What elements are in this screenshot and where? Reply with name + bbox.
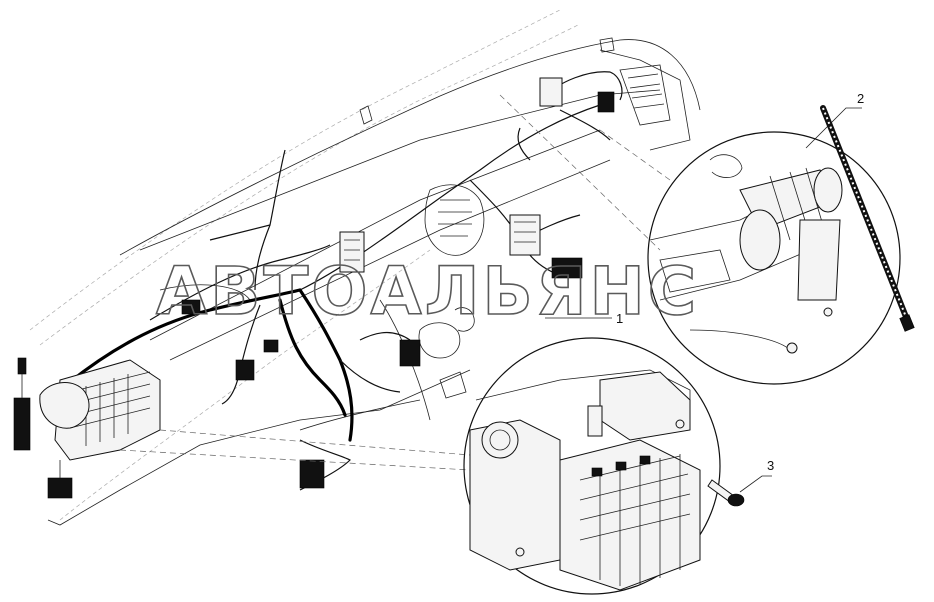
harness-connectors: [181, 77, 615, 489]
fuse-relay-block: [13, 357, 161, 499]
callout-label-2: 2: [857, 91, 864, 106]
mounting-bolt: [707, 479, 745, 507]
detail-view-fuse-block: [463, 337, 721, 595]
detail-view-steering-column: [647, 131, 901, 385]
callout-label-1: 1: [616, 311, 623, 326]
dashboard-outline: [29, 9, 701, 526]
callout-label-3: 3: [767, 458, 774, 473]
watermark-text: АВТОАЛЬЯНС: [156, 253, 699, 330]
leader-lines: [119, 94, 862, 493]
cable-tie: [820, 105, 915, 332]
